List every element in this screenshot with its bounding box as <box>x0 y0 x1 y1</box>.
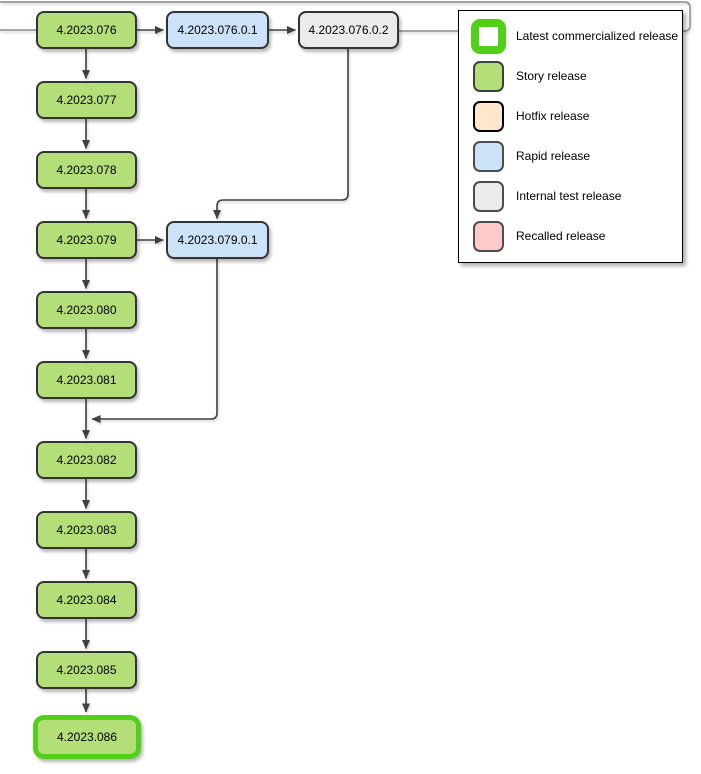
node-4-2023-085: 4.2023.085 <box>36 651 137 689</box>
legend-item-story: Story release <box>459 56 682 96</box>
rapid-release-swatch-icon <box>472 140 504 172</box>
latest-release-swatch-icon <box>470 18 506 54</box>
node-4-2023-082: 4.2023.082 <box>36 441 137 479</box>
legend-label: Rapid release <box>516 149 591 163</box>
legend-item-rapid: Rapid release <box>459 136 682 176</box>
node-4-2023-083: 4.2023.083 <box>36 511 137 549</box>
legend-label: Recalled release <box>516 229 606 243</box>
hotfix-release-swatch-icon <box>472 100 504 132</box>
legend-label: Internal test release <box>516 189 622 203</box>
wrap-connector <box>0 1 691 32</box>
node-4-2023-076-0-1: 4.2023.076.0.1 <box>166 11 269 49</box>
edge-079-0-1-to-082 <box>91 259 218 423</box>
node-4-2023-081: 4.2023.081 <box>36 361 137 399</box>
recalled-release-swatch-icon <box>472 220 504 252</box>
node-4-2023-076: 4.2023.076 <box>36 11 137 49</box>
legend-label: Hotfix release <box>516 109 590 123</box>
story-release-swatch-icon <box>472 60 504 92</box>
node-4-2023-080: 4.2023.080 <box>36 291 137 329</box>
legend: Latest commercialized release Story rele… <box>458 10 683 263</box>
legend-item-internal: Internal test release <box>459 176 682 216</box>
legend-item-hotfix: Hotfix release <box>459 96 682 136</box>
legend-label: Latest commercialized release <box>516 29 679 43</box>
node-4-2023-086: 4.2023.086 <box>33 715 141 759</box>
node-4-2023-077: 4.2023.077 <box>36 81 137 119</box>
node-4-2023-079-0-1: 4.2023.079.0.1 <box>166 221 269 259</box>
node-4-2023-084: 4.2023.084 <box>36 581 137 619</box>
node-4-2023-076-0-2: 4.2023.076.0.2 <box>298 11 399 49</box>
legend-item-latest: Latest commercialized release <box>459 16 682 56</box>
node-4-2023-078: 4.2023.078 <box>36 151 137 189</box>
legend-label: Story release <box>516 69 587 83</box>
node-4-2023-079: 4.2023.079 <box>36 221 137 259</box>
edge-076-0-2-to-079-0-1 <box>213 49 349 219</box>
internal-test-release-swatch-icon <box>472 180 504 212</box>
legend-item-recalled: Recalled release <box>459 216 682 256</box>
